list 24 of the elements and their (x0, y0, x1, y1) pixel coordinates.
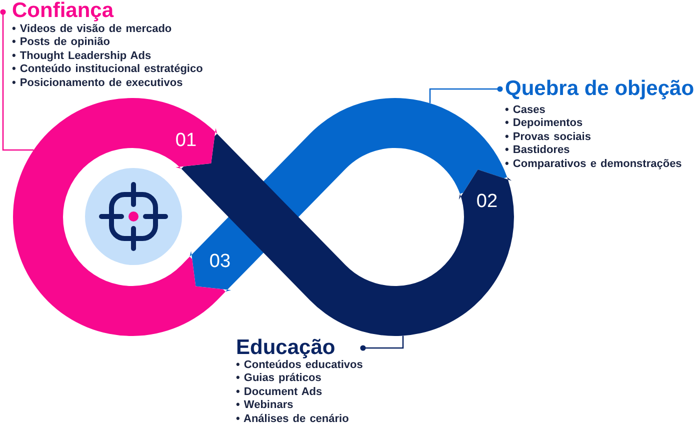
bullet-item: • Videos de visão de mercado (12, 23, 173, 36)
bullet-item: • Posts de opinião (12, 36, 111, 50)
bullet-item: • Depoimentos (505, 117, 584, 131)
step-number: 01 (175, 131, 197, 151)
section-heading: Educação (236, 337, 336, 359)
bullet-item: • Bastidores (505, 144, 571, 158)
bullet-item: • Cases (505, 104, 546, 118)
bullet-item: • Guias práticos (236, 372, 322, 386)
bullet-item: • Conteúdo institucional estratégico (12, 63, 203, 77)
leader-line (429, 86, 503, 104)
section-heading: Confiança (12, 0, 115, 22)
bullet-item: • Provas sociais (505, 130, 592, 144)
bullet-item: • Thought Leadership Ads (12, 50, 152, 64)
bullet-item: • Comparativos e demonstrações (505, 158, 683, 172)
bullet-item: • Conteúdos educativos (236, 359, 363, 372)
bullet-item: • Document Ads (236, 386, 324, 400)
step-number: 03 (209, 252, 231, 272)
leader-line (360, 336, 404, 351)
bullet-item: • Análises de cenário (236, 412, 350, 426)
leader-line (0, 9, 34, 151)
bullet-item: • Webinars (236, 399, 294, 413)
section-heading: Quebra de objeção (505, 78, 694, 100)
step-number: 02 (476, 192, 498, 212)
bullet-item: • Posicionamento de executivos (12, 76, 184, 90)
